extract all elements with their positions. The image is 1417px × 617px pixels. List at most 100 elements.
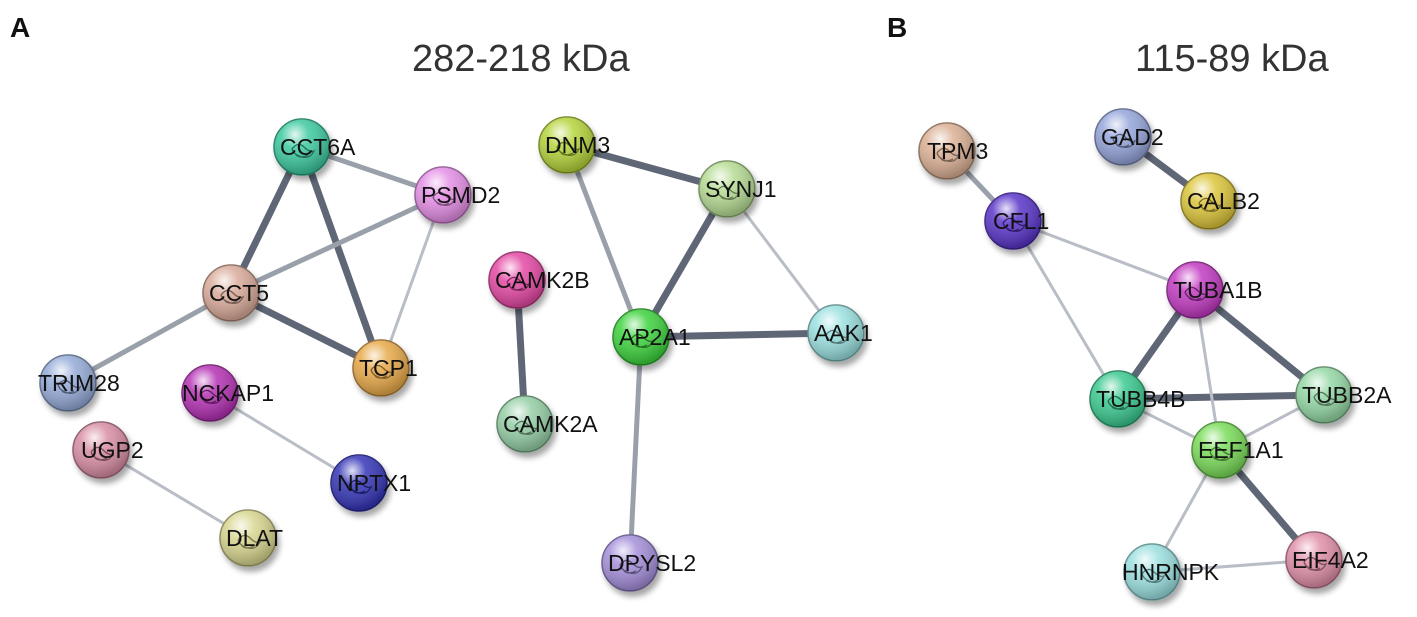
node-gloss-calb2 xyxy=(1181,173,1237,229)
panel-b-letter: B xyxy=(887,12,908,43)
node-label-ap2a1: AP2A1 xyxy=(619,324,691,350)
node-label-calb2: CALB2 xyxy=(1187,188,1260,214)
node-gloss-cfl1 xyxy=(985,193,1041,249)
node-label-tubb4b: TUBB4B xyxy=(1096,386,1185,412)
node-label-dpysl2: DPYSL2 xyxy=(608,550,696,576)
node-calb2: CALB2 xyxy=(1180,172,1260,230)
node-eef1a1: EEF1A1 xyxy=(1191,421,1284,479)
panel-b-edge-cfl1-tubb4b xyxy=(1011,219,1120,401)
panel-a-title: 282-218 kDa xyxy=(412,38,630,80)
panel-a-edge-cct5-psmd2 xyxy=(228,192,446,296)
node-hnrnpk: HNRNPK xyxy=(1122,543,1220,601)
panel-a-edge-dnm3-ap2a1 xyxy=(564,142,644,340)
protein-structure-icon xyxy=(237,534,262,550)
node-gloss-cct6a xyxy=(274,119,330,175)
node-gloss-nckap1 xyxy=(182,365,238,421)
node-dlat: DLAT xyxy=(219,509,283,567)
node-label-tubb2a: TUBB2A xyxy=(1302,382,1392,408)
panel-a-edge-cct6a-tcp1 xyxy=(298,143,385,372)
node-tcp1: TCP1 xyxy=(352,339,418,397)
node-gloss-dpysl2 xyxy=(602,535,658,591)
protein-structure-icon xyxy=(57,379,82,395)
panel-a-edge-ap2a1-dpysl2 xyxy=(627,334,644,566)
protein-structure-icon xyxy=(1184,286,1209,302)
node-nptx1: NPTX1 xyxy=(330,454,411,512)
panel-b-title: 115-89 kDa xyxy=(1135,38,1329,80)
node-eif4a2: EIF4A2 xyxy=(1285,531,1369,589)
protein-structure-icon xyxy=(1112,133,1137,149)
node-gloss-eif4a2 xyxy=(1286,532,1342,588)
node-gloss-psmd2 xyxy=(415,167,471,223)
protein-structure-icon xyxy=(716,185,741,201)
panel-a-edge-synj1-aak1 xyxy=(725,187,838,335)
node-label-cfl1: CFL1 xyxy=(993,208,1049,234)
protein-structure-icon xyxy=(825,329,850,345)
protein-structure-icon xyxy=(514,420,539,436)
node-gad2: GAD2 xyxy=(1094,108,1164,166)
node-gloss-tubb2a xyxy=(1296,367,1352,423)
node-ap2a1: AP2A1 xyxy=(612,308,691,366)
protein-structure-icon xyxy=(90,446,115,462)
node-gloss-aak1 xyxy=(808,305,864,361)
node-gloss-synj1 xyxy=(699,161,755,217)
node-gloss-tuba1b xyxy=(1167,262,1223,318)
node-dpysl2: DPYSL2 xyxy=(601,534,696,592)
node-gloss-gad2 xyxy=(1095,109,1151,165)
protein-structure-icon xyxy=(220,289,245,305)
node-label-nckap1: NCKAP1 xyxy=(182,380,274,406)
node-label-aak1: AAK1 xyxy=(814,320,873,346)
protein-structure-icon xyxy=(348,479,373,495)
protein-structure-icon xyxy=(1313,391,1338,407)
node-label-dlat: DLAT xyxy=(226,525,283,551)
node-label-tuba1b: TUBA1B xyxy=(1173,277,1262,303)
panel-a-letter: A xyxy=(10,12,31,43)
panel-a-edge-psmd2-tcp1 xyxy=(379,193,445,370)
node-tuba1b: TUBA1B xyxy=(1166,261,1262,319)
node-gloss-dnm3 xyxy=(539,117,595,173)
node-synj1: SYNJ1 xyxy=(698,160,777,218)
node-label-eef1a1: EEF1A1 xyxy=(1198,437,1284,463)
node-gloss-ugp2 xyxy=(73,422,129,478)
node-label-tcp1: TCP1 xyxy=(359,355,418,381)
node-aak1: AAK1 xyxy=(807,304,873,362)
protein-structure-icon xyxy=(506,276,531,292)
node-cct5: CCT5 xyxy=(202,264,269,322)
panel-a-edge-ap2a1-aak1 xyxy=(637,329,840,341)
node-gloss-tpm3 xyxy=(919,123,975,179)
protein-structure-icon xyxy=(630,333,655,349)
node-gloss-nptx1 xyxy=(331,455,387,511)
node-gloss-hnrnpk xyxy=(1124,544,1180,600)
protein-structure-icon xyxy=(1002,217,1027,233)
node-label-hnrnpk: HNRNPK xyxy=(1122,559,1220,585)
node-label-gad2: GAD2 xyxy=(1101,124,1164,150)
edge-layer xyxy=(65,133,1328,574)
protein-structure-icon xyxy=(1107,395,1132,411)
node-label-nptx1: NPTX1 xyxy=(337,470,411,496)
node-label-camk2a: CAMK2A xyxy=(503,411,598,437)
panel-a-edge-nckap1-nptx1 xyxy=(208,391,361,485)
node-psmd2: PSMD2 xyxy=(414,166,500,224)
node-cct6a: CCT6A xyxy=(273,118,356,176)
node-gloss-camk2b xyxy=(489,252,545,308)
node-ugp2: UGP2 xyxy=(72,421,144,479)
node-label-ugp2: UGP2 xyxy=(81,437,144,463)
node-label-cct5: CCT5 xyxy=(209,280,269,306)
protein-structure-icon xyxy=(1303,556,1328,572)
protein-structure-icon xyxy=(1141,568,1166,584)
node-label-psmd2: PSMD2 xyxy=(421,182,500,208)
protein-structure-icon xyxy=(556,141,581,157)
protein-structure-icon xyxy=(199,389,224,405)
protein-structure-icon xyxy=(291,143,316,159)
node-camk2b: CAMK2B xyxy=(488,251,590,309)
node-tubb2a: TUBB2A xyxy=(1295,366,1392,424)
node-dnm3: DNM3 xyxy=(538,116,610,174)
node-gloss-dlat xyxy=(220,510,276,566)
node-tpm3: TPM3 xyxy=(918,122,988,180)
node-label-synj1: SYNJ1 xyxy=(705,176,777,202)
protein-structure-icon xyxy=(1209,446,1234,462)
protein-structure-icon xyxy=(370,364,395,380)
panel-a-edge-cct5-trim28 xyxy=(65,290,234,386)
node-gloss-trim28 xyxy=(40,355,96,411)
node-gloss-ap2a1 xyxy=(613,309,669,365)
